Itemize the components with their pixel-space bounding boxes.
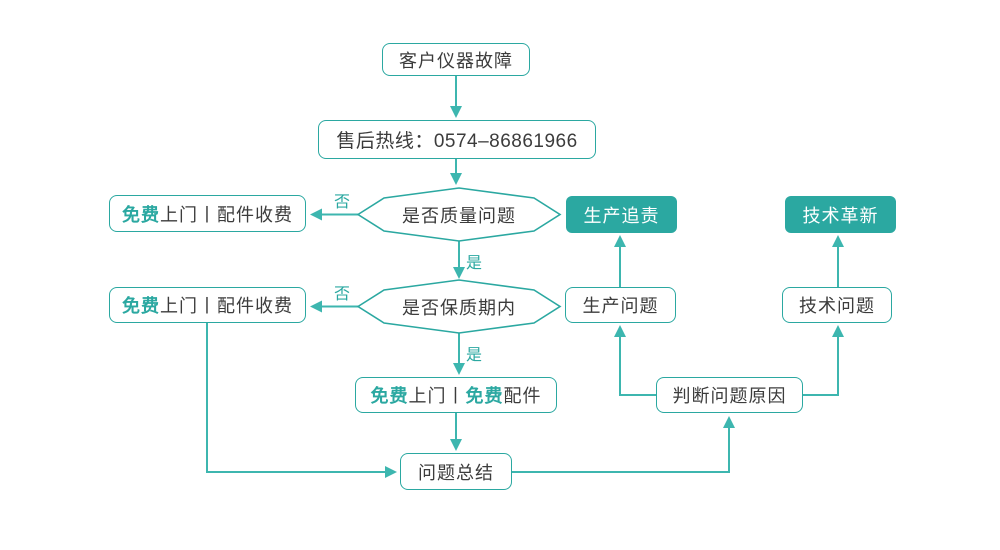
- node-hotline: 售后热线：0574–86861966: [318, 120, 596, 159]
- edge-judge-cause-to-production-issue: [614, 325, 656, 396]
- decision-warranty-shape: [356, 279, 562, 334]
- free-label-segment: 免费: [465, 386, 504, 406]
- free-label-segment: 免费: [370, 386, 409, 406]
- free-label-segment: 免费: [122, 204, 160, 225]
- node-tech-innovation: 技术革新: [785, 196, 896, 233]
- node-customer-fault: 客户仪器故障: [382, 43, 530, 76]
- node-production-accountability: 生产追责: [566, 196, 677, 233]
- node-problem-summary: 问题总结: [400, 453, 512, 490]
- node-free-visit-paid-parts-1: 免费上门丨配件收费: [109, 195, 306, 232]
- edge-paid-parts-2-to-summary: [206, 323, 397, 478]
- node-free-visit-free-parts: 免费上门丨免费配件: [355, 377, 557, 413]
- node-decision-quality: 是否质量问题: [402, 205, 516, 226]
- edge-label-quality-no: 否: [333, 194, 350, 211]
- edge-label-warranty-no: 否: [333, 286, 350, 303]
- node-decision-warranty: 是否保质期内: [402, 297, 516, 318]
- label-segment: 配件: [503, 386, 542, 406]
- edge-label-quality-yes: 是: [465, 255, 482, 272]
- edge-summary-to-judge-cause: [512, 416, 735, 473]
- edge-label-warranty-yes: 是: [465, 347, 482, 364]
- label-segment: 上门丨: [408, 386, 466, 406]
- node-judge-cause: 判断问题原因: [656, 377, 803, 413]
- node-free-visit-paid-parts-2: 免费上门丨配件收费: [109, 287, 306, 323]
- node-tech-issue: 技术问题: [782, 287, 892, 323]
- edge-judge-cause-to-tech-issue: [803, 325, 844, 396]
- label-segment: 上门丨配件收费: [160, 296, 293, 316]
- label-segment: 上门丨配件收费: [160, 204, 293, 225]
- free-label-segment: 免费: [122, 296, 160, 316]
- node-production-issue: 生产问题: [565, 287, 676, 323]
- decision-quality-shape: [356, 187, 562, 242]
